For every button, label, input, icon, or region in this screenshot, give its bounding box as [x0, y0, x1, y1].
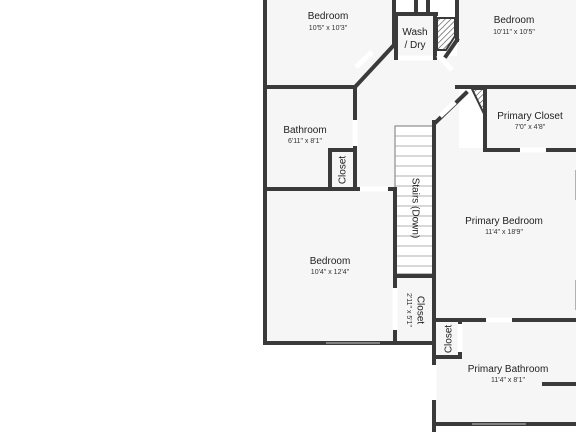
bathroom-name: Bathroom [283, 125, 326, 136]
primary-bedroom-dims: 11'4" x 18'9" [485, 229, 523, 236]
primary-closet-dims: 7'0" x 4'8" [515, 124, 546, 131]
bedroom-lower-left-name: Bedroom [310, 256, 351, 267]
bedroom-top-left-name: Bedroom [308, 11, 349, 22]
bathroom-dims: 6'11" x 8'1" [288, 138, 322, 145]
bedroom-top-right-dims: 10'11" x 10'5" [493, 29, 535, 36]
stairs [394, 125, 435, 275]
openings [352, 50, 546, 400]
floor-bedroom-top-right [457, 0, 576, 85]
primary-bedroom-name: Primary Bedroom [465, 216, 543, 227]
floor-bedroom-lower-left [267, 191, 393, 341]
bedroom-lower-left-dims: 10'4" x 12'4" [311, 269, 350, 276]
primary-bathroom-name: Primary Bathroom [468, 364, 549, 375]
room-labels: Bedroom 10'5" x 10'3" Wash / Dry Bedroom… [283, 11, 563, 384]
floor-wash-dry [398, 16, 433, 56]
windows [326, 170, 576, 425]
wash-dry-line1: Wash [402, 27, 427, 38]
closet-primary-name: Closet [444, 325, 455, 354]
bedroom-top-right-name: Bedroom [494, 15, 535, 26]
primary-closet-name: Primary Closet [497, 111, 563, 122]
closet-hall-dims: 2'11" x 5'1" [405, 293, 412, 327]
floor-closet-hall [397, 277, 434, 341]
floor-bathroom [267, 89, 355, 187]
bedroom-top-left-dims: 10'5" x 10'3" [309, 25, 348, 32]
floor-primary-bedroom [436, 148, 576, 318]
closet-bath-name: Closet [338, 156, 349, 185]
closet-hall-name: Closet [414, 296, 425, 325]
wash-dry-line2: / Dry [404, 40, 425, 51]
floor-primary-closet [487, 89, 576, 148]
stairs-name: Stairs (Down) [409, 178, 420, 239]
primary-bathroom-dims: 11'4" x 8'1" [491, 377, 525, 384]
